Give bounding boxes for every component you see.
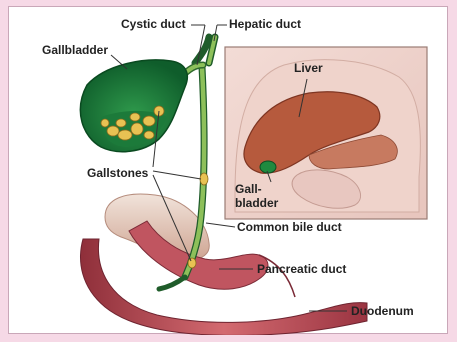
duodenum-label: Duodenum [351,305,414,318]
pancreatic-duct [159,277,185,289]
cystic-duct-label: Cystic duct [121,18,186,31]
pancreatic-duct-label: Pancreatic duct [257,263,346,276]
gallstone-common-duct [200,173,208,185]
common-bile-duct-label: Common bile duct [237,221,342,234]
gallstone-lower-duct [188,258,196,268]
common-bile-duct-pointer [206,223,235,227]
gallstones-label: Gallstones [87,167,148,180]
inset-gallbladder-label-line2: bladder [235,197,278,210]
inset-gallbladder [260,161,276,173]
inset-gallbladder-label-line1: Gall- [235,183,262,196]
liver-label: Liver [294,62,323,75]
gallbladder-label: Gallbladder [42,44,108,57]
hepatic-duct-label: Hepatic duct [229,18,301,31]
gallstones-pointer-2 [153,171,201,179]
diagram-frame: Cystic duct Hepatic duct Gallbladder Liv… [8,6,448,334]
